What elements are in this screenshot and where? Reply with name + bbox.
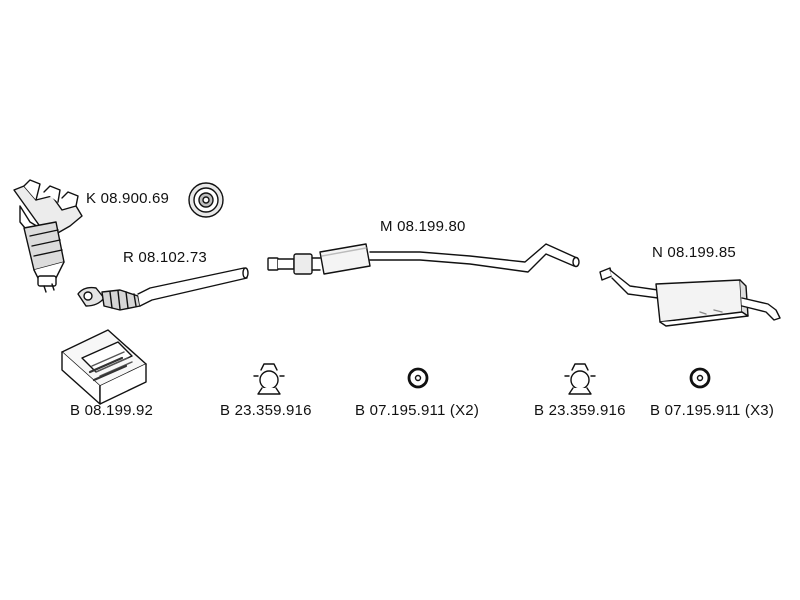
front-pipe-part-number: R 08.102.73 (123, 249, 207, 266)
exhaust-manifold-part (13, 179, 83, 293)
mounting-kit-part-number: B 08.199.92 (70, 402, 154, 419)
rubber-ring-icon (407, 367, 429, 389)
pipe-clamp-icon (564, 363, 596, 395)
clamp-1-part-number: B 23.359.916 (220, 402, 312, 419)
front-pipe-part (77, 267, 249, 311)
clamp-2-part-number: B 23.359.916 (534, 402, 626, 419)
ring-1-part-number: B 07.195.911 (X2) (355, 402, 480, 419)
middle-silencer-part (267, 243, 580, 275)
ring-2-part-number: B 07.195.911 (X3) (650, 402, 775, 419)
pipe-clamp-icon (253, 363, 285, 395)
parts-box-icon (61, 329, 147, 405)
rubber-ring-icon (689, 367, 711, 389)
manifold-part-number: K 08.900.69 (86, 190, 170, 207)
rear-silencer-part-number: N 08.199.85 (652, 244, 736, 261)
middle-silencer-part-number: M 08.199.80 (380, 218, 466, 235)
rear-silencer-part (599, 267, 781, 327)
seal-icon (188, 182, 224, 218)
